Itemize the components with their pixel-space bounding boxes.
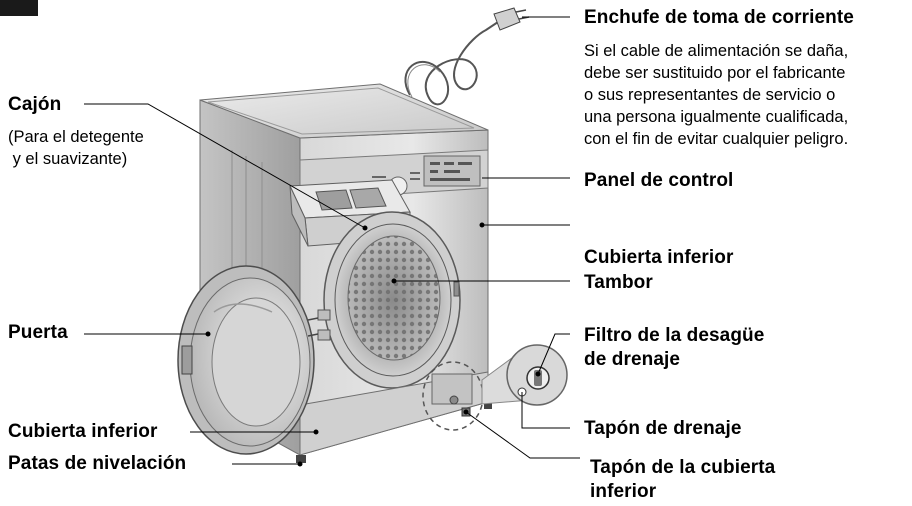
- label-patas: Patas de nivelación: [8, 453, 187, 474]
- label-cajon: Cajón: [8, 94, 62, 115]
- leader-tapon-cubierta: [465, 411, 580, 459]
- leader-filtro: [537, 333, 570, 375]
- drum-holes: [348, 236, 440, 360]
- cajon-note-line: (Para el detegente: [8, 128, 144, 146]
- label-tapon-drenaje: Tapón de drenaje: [584, 418, 742, 439]
- power-plug: [493, 7, 530, 31]
- note-line: debe ser sustituido por el fabricante: [584, 64, 846, 82]
- label-tambor: Tambor: [584, 272, 653, 293]
- leveling-foot-front: [296, 455, 306, 463]
- filtro-line: de drenaje: [584, 349, 681, 370]
- label-cubierta-superior: Cubierta inferior: [584, 247, 734, 268]
- label-puerta: Puerta: [8, 322, 68, 343]
- note-line: o sus representantes de servicio o: [584, 86, 836, 104]
- label-filtro: Filtro de la desagüe de drenaje: [584, 324, 764, 372]
- cajon-note-line: y el suavizante): [8, 150, 128, 168]
- tapon-cubierta-line: inferior: [590, 481, 657, 502]
- power-cord: [404, 21, 499, 106]
- leader-cajon: [84, 103, 366, 229]
- label-panel: Panel de control: [584, 170, 734, 191]
- note-line: Si el cable de alimentación se daña,: [584, 42, 849, 60]
- note-line: con el fin de evitar cualquier peligro.: [584, 130, 849, 148]
- filtro-line: Filtro de la desagüe: [584, 325, 765, 346]
- corner-mark: [0, 0, 38, 16]
- washing-machine: [177, 7, 568, 463]
- label-enchufe-note: Si el cable de alimentación se daña, deb…: [584, 40, 848, 150]
- leader-tapon-drenaje: [521, 392, 570, 429]
- leader-lines: [84, 16, 580, 467]
- tapon-cubierta-line: Tapón de la cubierta: [590, 457, 776, 478]
- top-panel: [199, 83, 489, 139]
- label-tapon-cubierta: Tapón de la cubierta inferior: [590, 456, 775, 504]
- note-line: una persona igualmente cualificada,: [584, 108, 849, 126]
- door: [177, 265, 319, 455]
- label-cajon-note: (Para el detegente y el suavizante): [8, 126, 144, 170]
- label-cubierta-inferior: Cubierta inferior: [8, 421, 158, 442]
- leveling-foot-back: [484, 402, 492, 409]
- label-enchufe: Enchufe de toma de corriente: [584, 7, 854, 28]
